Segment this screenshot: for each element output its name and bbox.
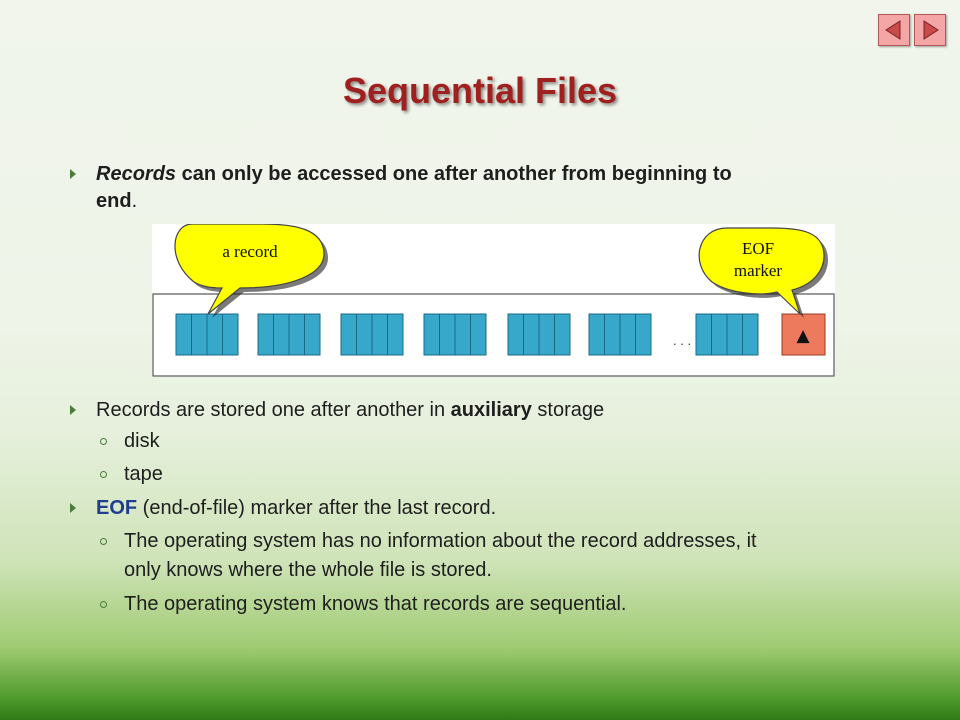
bullet-eof-marker-text: EOF (end-of-file) marker after the last … xyxy=(96,495,880,522)
record-field xyxy=(695,313,712,356)
sub-bullet-os-no-info: The operating system has no information … xyxy=(100,527,890,585)
bullet-eof-marker: EOF (end-of-file) marker after the last … xyxy=(70,495,880,523)
record-field xyxy=(257,313,274,356)
sub-bullet-os-no-info-line2: only knows where the whole file is store… xyxy=(124,559,492,581)
bullet-records-access-text: Records can only be accessed one after a… xyxy=(96,161,880,215)
triangle-right-icon xyxy=(923,20,939,40)
record-field xyxy=(273,313,290,356)
eof-term: EOF xyxy=(96,497,138,519)
eof-marker-glyph: ▲ xyxy=(796,326,810,346)
eof-callout-line1: EOF xyxy=(742,239,774,258)
bullet-auxiliary-storage: Records are stored one after another in … xyxy=(70,397,880,425)
sub-bullet-circle-icon xyxy=(100,601,107,608)
bullet-records-access-period: . xyxy=(131,190,138,212)
record-field xyxy=(523,313,540,356)
record-field xyxy=(340,313,357,356)
record-field xyxy=(288,313,305,356)
sub-bullet-circle-icon xyxy=(100,471,107,478)
sub-bullet-os-no-info-text: The operating system has no information … xyxy=(124,527,890,585)
sub-bullet-tape-text: tape xyxy=(124,463,163,485)
next-slide-button[interactable] xyxy=(914,14,946,46)
bullet-triangle-icon xyxy=(70,503,76,513)
sequential-file-diagram: . . . ▲ a record EOF marker xyxy=(152,224,835,377)
record-field xyxy=(423,313,440,356)
record-field xyxy=(191,313,208,356)
record-field xyxy=(604,313,621,356)
triangle-left-icon xyxy=(885,20,901,40)
sub-bullet-disk-text: disk xyxy=(124,430,160,452)
bullet-records-access: Records can only be accessed one after a… xyxy=(70,161,880,217)
record-field xyxy=(554,313,571,356)
bullet-auxiliary-pre: Records are stored one after another in xyxy=(96,399,451,421)
eof-marker xyxy=(781,313,826,356)
record-field xyxy=(439,313,456,356)
record-field xyxy=(635,313,652,356)
sub-bullet-circle-icon xyxy=(100,438,107,445)
bullet-records-access-rest: can only be accessed one after another f… xyxy=(176,163,732,185)
record-field xyxy=(742,313,759,356)
records-ellipsis: . . . xyxy=(673,333,691,348)
records-term: Records xyxy=(96,163,177,185)
record-callout xyxy=(174,224,325,315)
bullet-triangle-icon xyxy=(70,405,76,415)
sub-bullet-circle-icon xyxy=(100,538,107,545)
record-field xyxy=(304,313,321,356)
sub-bullet-disk: disk xyxy=(100,427,890,456)
record-field xyxy=(206,313,223,356)
sub-bullet-tape: tape xyxy=(100,460,890,489)
eof-callout xyxy=(698,227,825,315)
bullet-auxiliary-post: storage xyxy=(531,399,605,421)
record-field xyxy=(454,313,471,356)
record-field xyxy=(588,313,605,356)
record-field xyxy=(222,313,239,356)
record-field xyxy=(507,313,524,356)
record-field xyxy=(175,313,192,356)
sub-bullet-os-knows-sequential: The operating system knows that records … xyxy=(100,590,890,619)
sub-bullet-os-no-info-line1: The operating system has no information … xyxy=(124,530,757,552)
end-term: end xyxy=(96,190,132,212)
bullet-eof-rest: (end-of-file) marker after the last reco… xyxy=(137,497,497,519)
record-group xyxy=(175,313,759,356)
record-field xyxy=(711,313,728,356)
record-callout-label: a record xyxy=(222,242,278,261)
bullet-auxiliary-storage-text: Records are stored one after another in … xyxy=(96,397,880,424)
record-field xyxy=(619,313,636,356)
sub-bullet-os-knows-sequential-text: The operating system knows that records … xyxy=(124,593,627,615)
eof-callout-line2: marker xyxy=(734,261,782,280)
bullet-triangle-icon xyxy=(70,169,76,179)
slide-title: Sequential Files xyxy=(342,70,618,111)
record-field xyxy=(538,313,555,356)
slide-navigation xyxy=(878,14,946,46)
record-field xyxy=(371,313,388,356)
record-field xyxy=(387,313,404,356)
auxiliary-term: auxiliary xyxy=(450,399,532,421)
previous-slide-button[interactable] xyxy=(878,14,910,46)
record-field xyxy=(726,313,743,356)
record-field xyxy=(356,313,373,356)
record-field xyxy=(470,313,487,356)
